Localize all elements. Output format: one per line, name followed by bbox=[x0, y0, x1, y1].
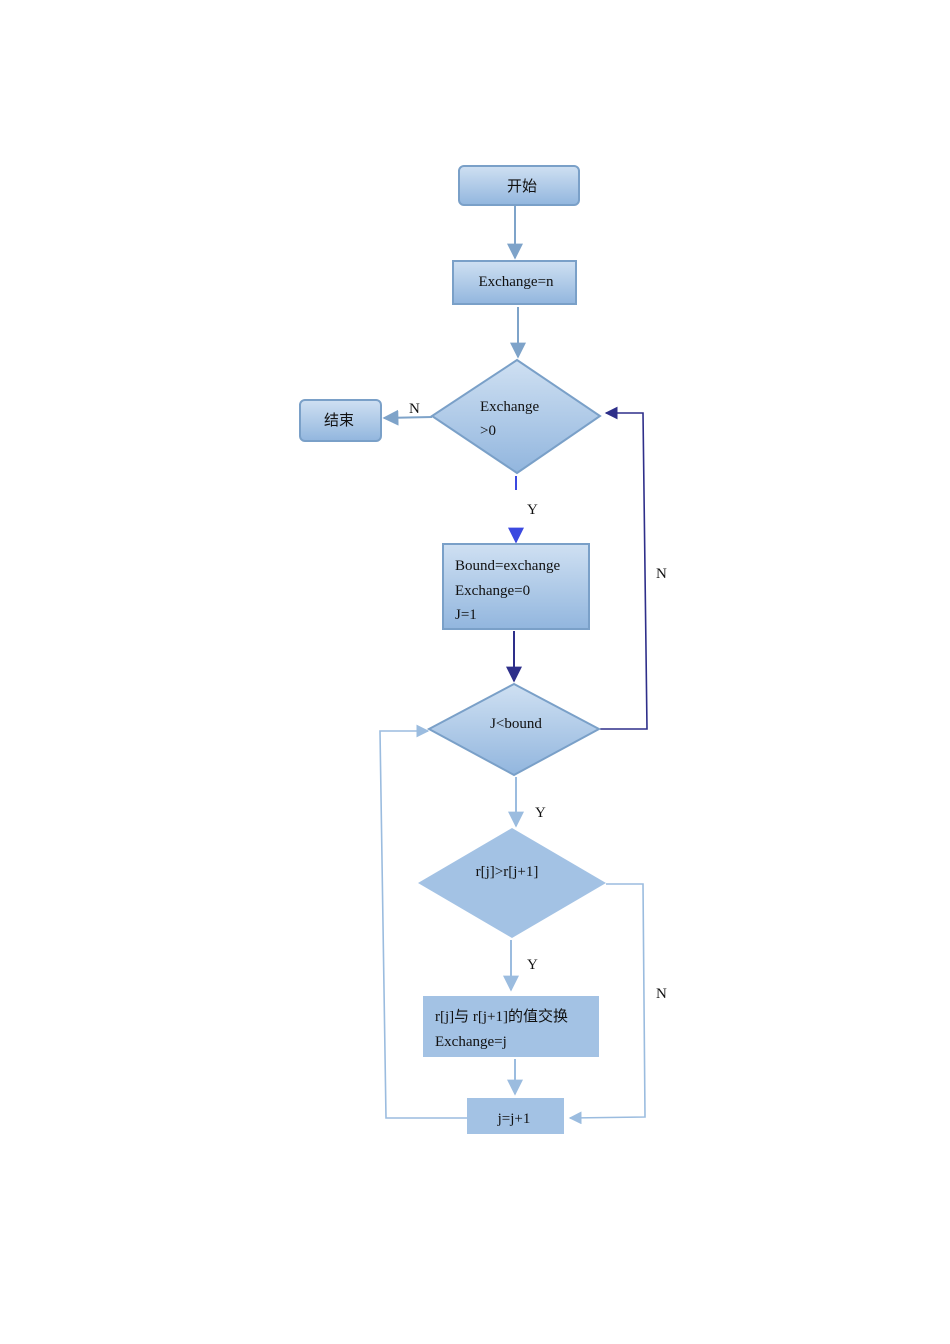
end-label: 结束 bbox=[324, 412, 354, 429]
setup-line1: Bound=exchange bbox=[455, 558, 560, 574]
init-label: Exchange=n bbox=[478, 274, 554, 290]
start-node: 开始 bbox=[458, 165, 580, 206]
increment-label: j=j+1 bbox=[497, 1111, 531, 1127]
outer-no-label: N bbox=[409, 401, 420, 417]
compare-diamond: r[j]>r[j+1] bbox=[418, 828, 606, 938]
arrow-compare-no-path bbox=[568, 883, 646, 1125]
setup-node: Bound=exchange Exchange=0 J=1 bbox=[442, 543, 590, 630]
inner-condition-label: J<bound bbox=[490, 716, 542, 732]
outer-condition-line2: >0 bbox=[480, 423, 496, 439]
outer-condition-line1: Exchange bbox=[480, 399, 539, 415]
outer-yes-label: Y bbox=[527, 502, 538, 518]
compare-yes-label: Y bbox=[527, 957, 538, 973]
inner-no-label: N bbox=[656, 566, 667, 582]
inner-yes-label: Y bbox=[535, 805, 546, 821]
setup-line3: J=1 bbox=[455, 607, 477, 623]
start-label: 开始 bbox=[507, 178, 537, 195]
swap-line2: Exchange=j bbox=[435, 1034, 507, 1050]
swap-line1: r[j]与 r[j+1]的值交换 bbox=[435, 1007, 568, 1025]
swap-node: r[j]与 r[j+1]的值交换 Exchange=j bbox=[423, 996, 599, 1057]
outer-condition-diamond: Exchange >0 bbox=[430, 358, 602, 475]
arrow-cond-to-end bbox=[382, 409, 433, 426]
end-node: 结束 bbox=[299, 399, 382, 442]
compare-label: r[j]>r[j+1] bbox=[476, 864, 539, 880]
increment-node: j=j+1 bbox=[467, 1098, 564, 1134]
compare-no-label: N bbox=[656, 986, 667, 1002]
init-node: Exchange=n bbox=[452, 260, 577, 305]
arrow-inner-no-loop bbox=[600, 406, 648, 730]
setup-line2: Exchange=0 bbox=[455, 583, 530, 599]
inner-condition-diamond: J<bound bbox=[426, 682, 602, 777]
arrow-increment-loop-back bbox=[379, 724, 467, 1119]
